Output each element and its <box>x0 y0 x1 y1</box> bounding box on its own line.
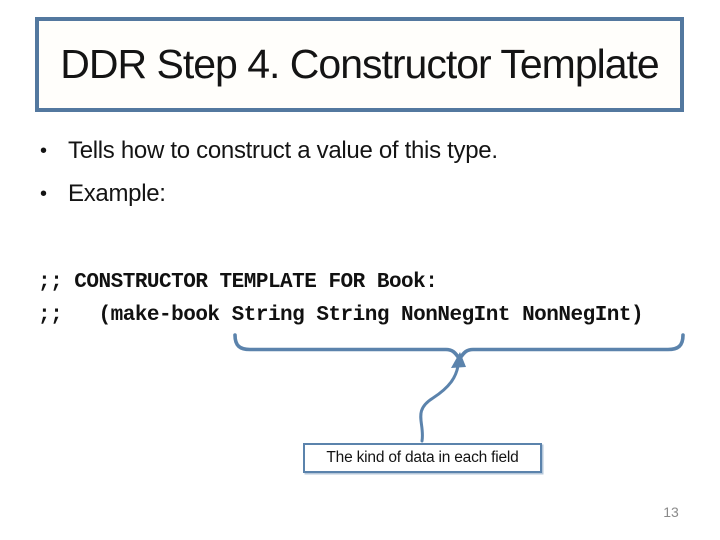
code-line-make-book: ;; (make-book String String NonNegInt No… <box>38 304 644 327</box>
page-number: 13 <box>663 504 679 520</box>
list-item: • Example: <box>40 179 690 209</box>
underbrace-shape <box>233 333 685 361</box>
bullet-icon: • <box>40 183 47 205</box>
arrowhead-up-icon <box>451 352 466 368</box>
callout-box: The kind of data in each field <box>303 443 542 473</box>
bullet-text: Example: <box>68 180 166 207</box>
bullet-icon: • <box>40 140 47 162</box>
slide-title: DDR Step 4. Constructor Template <box>60 41 659 87</box>
list-item: • Tells how to construct a value of this… <box>40 136 690 166</box>
slide-title-box: DDR Step 4. Constructor Template <box>35 17 684 112</box>
code-block: ;; CONSTRUCTOR TEMPLATE FOR Book: ;; (ma… <box>38 266 644 332</box>
code-line-constructor-template: ;; CONSTRUCTOR TEMPLATE FOR Book: <box>38 271 438 294</box>
bullet-text: Tells how to construct a value of this t… <box>68 137 498 164</box>
bullet-list: • Tells how to construct a value of this… <box>40 136 690 222</box>
connector-curve <box>419 364 460 443</box>
callout-label: The kind of data in each field <box>326 449 519 466</box>
